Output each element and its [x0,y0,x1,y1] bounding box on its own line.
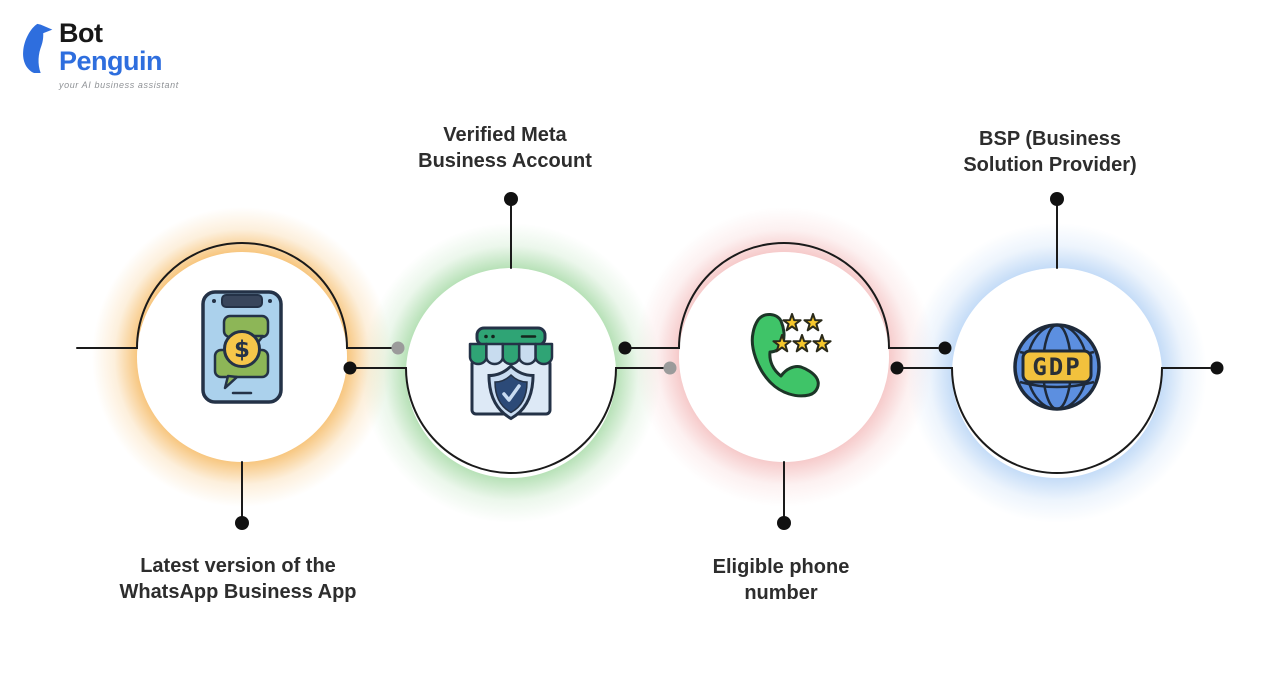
coin-dollar-text: $ [234,337,250,363]
step-4-label: BSP (Business Solution Provider) [900,126,1200,178]
penguin-logo-icon [23,23,53,73]
stem-dot-step-4 [1050,192,1064,206]
step-4-label-line-1: BSP (Business [979,128,1121,150]
stem-dot-step-2 [504,192,518,206]
brand-name-penguin: Penguin [59,46,162,76]
step-3-label-line-1: Eligible phone [712,556,850,578]
connector-path-3 [624,242,939,349]
black-dot-3 [938,341,952,355]
connector-dots [235,192,1224,530]
black-dot-2 [618,341,632,355]
step-1-label-line-1: Latest version of the [140,555,336,577]
bsp-globe-gdp-icon: GDP [1013,323,1101,411]
step-3-label-line-2: number [744,582,818,604]
botpenguin-logo: Bot Penguin your AI business assistant [14,20,179,90]
gray-dot-2 [663,361,677,375]
whatsapp-business-app-phone-icon: $ [201,290,283,404]
stem-dot-step-3 [777,516,791,530]
step-3-label: Eligible phone number [651,554,911,606]
step-3-circle [679,252,889,462]
step-2-label-line-2: Business Account [418,150,592,172]
brand-name-bot: Bot [59,18,103,48]
step-4-label-line-2: Solution Provider) [963,154,1137,176]
connector-path-1 [76,242,392,349]
verified-meta-store-shield-icon [468,326,554,421]
black-dot-5 [1210,361,1224,375]
black-dot-1 [343,361,357,375]
step-1-label: Latest version of the WhatsApp Business … [78,553,398,605]
step-1-label-line-2: WhatsApp Business App [119,581,357,603]
brand-tagline: your AI business assistant [59,80,179,90]
connector-path-2 [349,367,664,474]
step-2-label-line-1: Verified Meta [443,124,567,146]
gray-dot-1 [391,341,405,355]
eligible-phone-handset-stars-icon [750,313,832,398]
black-dot-4 [890,361,904,375]
globe-gdp-text: GDP [1032,353,1081,381]
connector-path-4 [896,367,1211,474]
step-2-label: Verified Meta Business Account [355,122,655,174]
stem-dot-step-1 [235,516,249,530]
